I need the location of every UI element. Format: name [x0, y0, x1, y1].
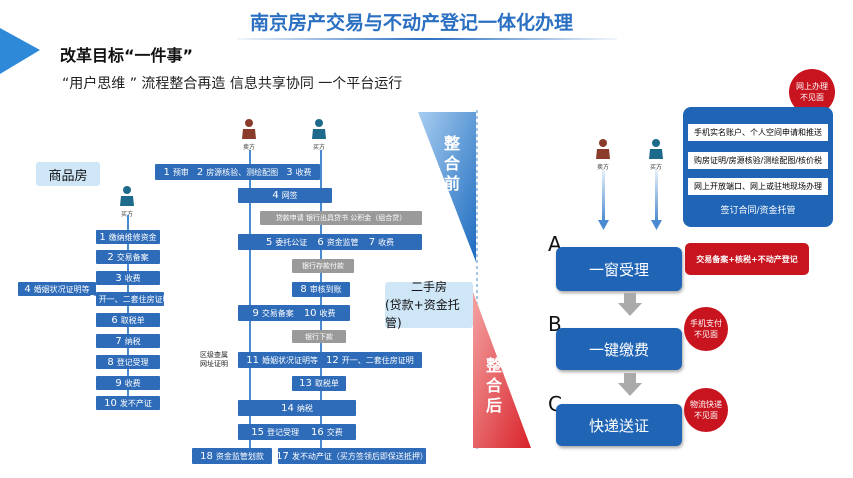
after-char-1: 整	[485, 356, 502, 375]
seller-person: 卖方	[238, 118, 260, 151]
buyer-label-right: 买方	[649, 164, 662, 171]
buyer-label: 买方	[116, 209, 138, 218]
express-delivery-box: 快递送证	[556, 404, 682, 446]
one-window-box: 一窗受理	[556, 247, 682, 291]
seller-icon	[242, 119, 256, 139]
online-badge-line-1: 网上办理	[796, 82, 828, 91]
post-badge: 物流快递 不见面	[684, 388, 728, 432]
page-title: 南京房产交易与不动产登记一体化办理	[250, 12, 574, 34]
online-footer: 签订合同/资金托管	[720, 206, 796, 216]
seller-label-mid: 卖方	[242, 144, 255, 151]
sh-gray-release: 银行下款	[292, 330, 346, 343]
sh-gray-loan: 贷款申请 银行出具贷书 公积金（组合贷）	[260, 211, 422, 225]
buyer-icon	[312, 119, 326, 139]
buyer-person-right: 买方	[645, 138, 667, 171]
district-check-note: 区级查属 网址证明	[200, 351, 228, 368]
new-house-flow-line	[127, 215, 129, 405]
before-char-2: 合	[443, 154, 460, 173]
tagline: “用户思维 ” 流程整合再造 信息共享协同 一个平台运行	[62, 76, 403, 92]
online-item-3: 网上开放端口、网上或驻地现场办理	[688, 178, 828, 195]
online-badge-line-2: 不见面	[800, 93, 824, 102]
reform-goal: 改革目标“一件事”	[60, 46, 194, 65]
before-char-1: 整	[443, 134, 460, 153]
post-badge-line-2: 不见面	[694, 411, 718, 420]
after-triangle	[473, 292, 531, 448]
one-click-pay-box: 一键缴费	[556, 328, 682, 370]
after-char-2: 合	[485, 376, 502, 395]
seller-person-right: 卖方	[592, 138, 614, 171]
online-item-2: 购房证明/房源核验/测绘配图/核价税	[688, 152, 828, 169]
buyer-person-mid: 买方	[308, 118, 330, 151]
seller-label-right: 卖方	[596, 164, 609, 171]
before-text: 整 合 前	[440, 134, 464, 194]
pay-badge-line-2: 不见面	[694, 330, 718, 339]
post-badge-line-1: 物流快递	[690, 400, 722, 409]
new-house-label: 商品房	[36, 162, 100, 186]
gray-arrow-1	[618, 293, 642, 316]
gray-arrow-2	[618, 373, 642, 396]
buyer-person: 买方	[116, 185, 138, 218]
before-char-3: 前	[443, 174, 460, 193]
second-hand-note: (贷款+资金托管)	[385, 298, 460, 330]
after-char-3: 后	[485, 396, 502, 415]
title-underline	[237, 38, 617, 40]
before-triangle	[418, 112, 476, 262]
seller-icon	[596, 139, 610, 159]
online-item-1: 手机实名账户、个人空间申请和推送	[688, 124, 828, 141]
a-note-box: 交易备案+核税+不动产登记	[685, 243, 809, 275]
down-arrows	[598, 170, 662, 230]
buyer-label-mid: 买方	[312, 144, 325, 151]
corner-arrow-icon	[0, 28, 40, 74]
buyer-icon	[120, 186, 134, 206]
second-hand-title: 二手房	[410, 280, 447, 294]
buyer-icon	[649, 139, 663, 159]
second-hand-label: 二手房 (贷款+资金托管)	[385, 280, 473, 330]
after-text: 整 合 后	[482, 356, 506, 416]
sh-gray-deposit: 银行存款付款	[292, 259, 354, 273]
pay-badge: 手机支付 不见面	[684, 307, 728, 351]
pay-badge-line-1: 手机支付	[690, 319, 722, 328]
